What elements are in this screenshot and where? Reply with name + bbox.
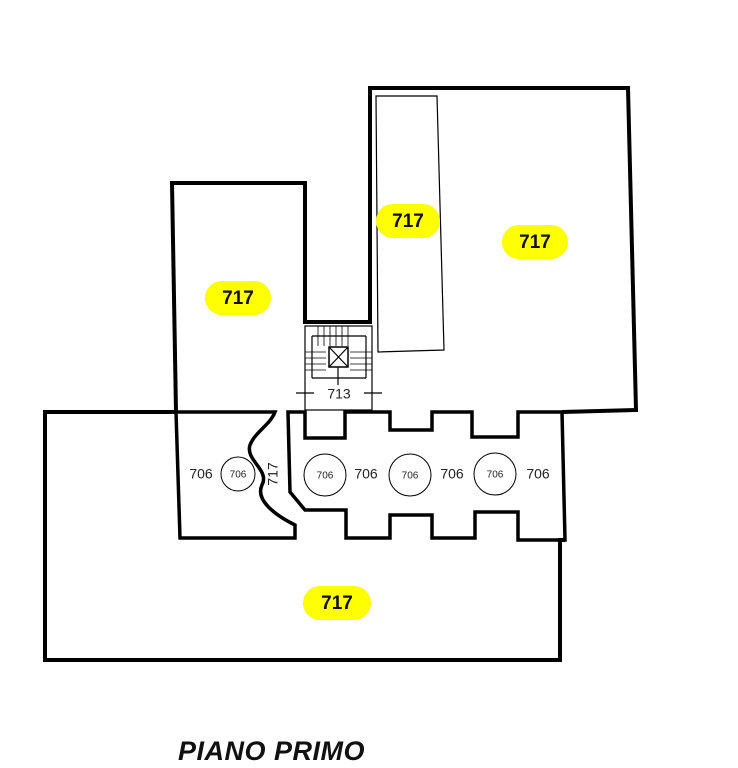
inner-room-outline bbox=[375, 95, 445, 353]
room-tag-717-left[interactable]: 717 bbox=[205, 281, 271, 315]
floor-title: PIANO PRIMO bbox=[178, 736, 366, 766]
svg-text:717: 717 bbox=[519, 232, 551, 253]
svg-text:717: 717 bbox=[392, 211, 424, 232]
stairwell bbox=[296, 325, 382, 411]
room-label-706-2: 706 bbox=[354, 466, 378, 482]
wall-bottom-block bbox=[43, 410, 565, 662]
wall-left-tower bbox=[169, 86, 639, 414]
svg-text:717: 717 bbox=[321, 593, 353, 614]
room-label-706-4: 706 bbox=[526, 466, 550, 482]
circle-706-3: 706 bbox=[388, 453, 432, 497]
stair-label: 713 bbox=[327, 386, 351, 402]
room-tag-717-right[interactable]: 717 bbox=[502, 225, 568, 259]
svg-text:706: 706 bbox=[230, 470, 247, 481]
circle-706-4: 706 bbox=[473, 452, 517, 496]
circle-706-2: 706 bbox=[303, 453, 347, 497]
room-label-706-3: 706 bbox=[440, 466, 464, 482]
svg-text:706: 706 bbox=[402, 471, 419, 482]
svg-text:717: 717 bbox=[222, 288, 254, 309]
room-tag-717-inner[interactable]: 717 bbox=[376, 204, 440, 238]
wall-corridor bbox=[286, 410, 567, 542]
circle-706-1: 706 bbox=[220, 456, 256, 492]
wall-left-room bbox=[174, 410, 297, 540]
corridor-label-717: 717 bbox=[265, 462, 281, 486]
svg-text:706: 706 bbox=[487, 470, 504, 481]
room-tag-717-bottom[interactable]: 717 bbox=[303, 586, 371, 620]
svg-text:706: 706 bbox=[317, 471, 334, 482]
room-label-706-1: 706 bbox=[189, 466, 213, 482]
